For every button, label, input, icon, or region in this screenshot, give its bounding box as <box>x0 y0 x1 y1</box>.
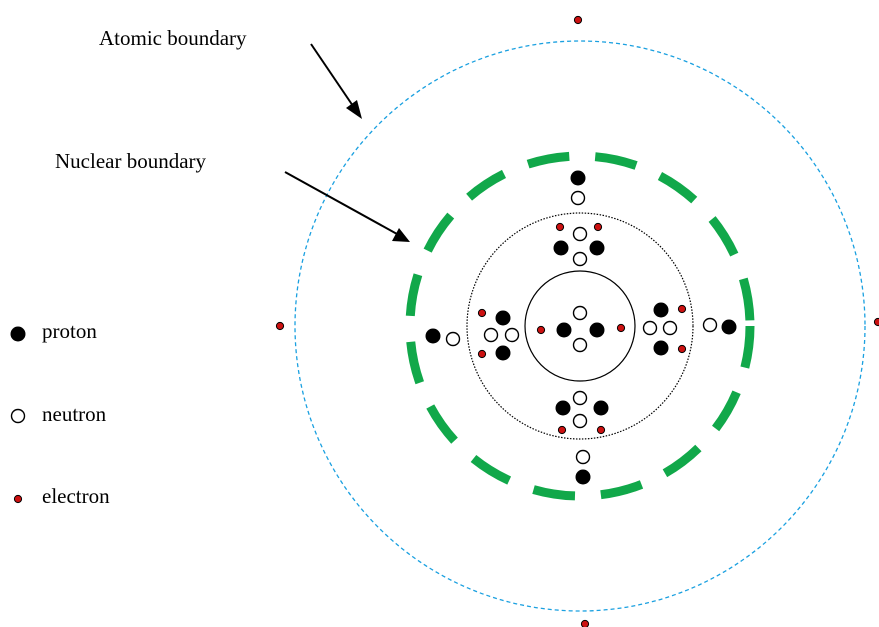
neutron <box>572 390 588 406</box>
electron <box>596 425 606 435</box>
atomic-boundary-label: Atomic boundary <box>99 26 247 50</box>
electron <box>677 344 687 354</box>
neutron <box>642 320 658 336</box>
electron <box>477 349 487 359</box>
legend-electron-marker <box>13 494 23 504</box>
electron <box>555 222 565 232</box>
neutron <box>570 190 586 206</box>
proton <box>653 340 669 356</box>
proton <box>495 345 511 361</box>
neutron <box>572 226 588 242</box>
electron <box>580 619 590 627</box>
electron <box>477 308 487 318</box>
electron <box>616 323 626 333</box>
electron <box>593 222 603 232</box>
legend-electron-label: electron <box>42 484 110 508</box>
inner-shell <box>524 270 636 382</box>
proton <box>556 322 572 338</box>
neutron <box>702 317 718 333</box>
proton <box>425 328 441 344</box>
atomic-boundary-arrow <box>310 43 362 119</box>
electron <box>557 425 567 435</box>
neutron <box>572 337 588 353</box>
proton <box>553 240 569 256</box>
particles <box>10 15 879 627</box>
neutron <box>572 305 588 321</box>
nuclear-boundary-arrow <box>284 171 410 242</box>
proton <box>575 469 591 485</box>
legend-proton-label: proton <box>42 319 97 343</box>
neutron <box>504 327 520 343</box>
proton <box>589 240 605 256</box>
outer-shell <box>466 212 694 440</box>
electron <box>275 321 285 331</box>
electron <box>573 15 583 25</box>
electron <box>677 304 687 314</box>
neutron <box>572 251 588 267</box>
electron <box>536 325 546 335</box>
nuclear-boundary-circle <box>405 151 755 501</box>
electron <box>873 317 879 327</box>
neutron <box>575 449 591 465</box>
proton <box>653 302 669 318</box>
proton <box>495 310 511 326</box>
neutron <box>662 320 678 336</box>
legend-proton-marker <box>10 326 26 342</box>
atomic-boundary-circle <box>294 40 866 612</box>
proton <box>570 170 586 186</box>
legend-neutron-marker <box>10 408 26 424</box>
proton <box>721 319 737 335</box>
neutron <box>445 331 461 347</box>
proton <box>593 400 609 416</box>
legend-neutron-label: neutron <box>42 402 107 426</box>
nuclear-boundary-label: Nuclear boundary <box>55 149 207 173</box>
neutron <box>572 413 588 429</box>
proton <box>555 400 571 416</box>
proton <box>589 322 605 338</box>
neutron <box>483 327 499 343</box>
